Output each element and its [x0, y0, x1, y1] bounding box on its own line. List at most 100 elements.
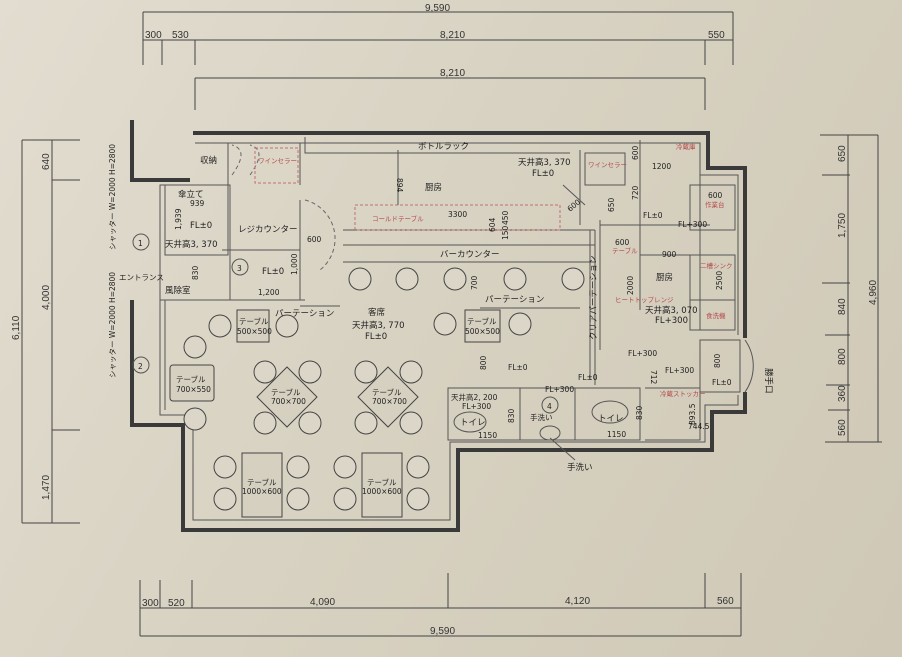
chair-icon — [333, 455, 357, 479]
chair-icon — [213, 487, 237, 511]
label-text: 712 — [649, 370, 658, 385]
label-entrance-ceiling: 天井高3, 370 — [165, 239, 218, 250]
label-wine-cellar-1: ワインセラー — [258, 157, 297, 165]
label-text: 500×500 — [237, 327, 272, 336]
dim-right-4: 360 — [837, 385, 848, 402]
label-fl300-stock: FL+300 — [665, 366, 694, 375]
bottle-rack-outline — [304, 137, 570, 154]
chair-icon — [406, 487, 430, 511]
label-storage: 収納 — [200, 155, 217, 166]
door-marker-2: 2 — [132, 356, 150, 374]
label-text: 3300 — [448, 210, 467, 219]
label-kitchen-2-ceiling: 天井高3, 070 — [645, 305, 698, 316]
label-seating-floor: FL±0 — [365, 332, 387, 342]
label-text: 3 — [237, 264, 242, 273]
label-partition-2: パーテーション — [485, 295, 544, 305]
dim-left-mid: 4,000 — [41, 285, 52, 310]
toilet-2-icon — [591, 400, 629, 424]
door-marker-3: 3 — [231, 258, 249, 276]
chair-icon — [354, 360, 378, 384]
label-clear-partition: クリアパーテーション — [589, 255, 599, 340]
chair-icon — [433, 312, 457, 336]
dim-left-bottom: 1,470 — [41, 475, 52, 500]
chair-icon — [183, 407, 207, 431]
chair-icon — [561, 267, 585, 291]
dim-right-1: 1,750 — [837, 213, 848, 238]
label-text: 720 — [631, 185, 640, 200]
label-fl0-toilet-b: FL±0 — [578, 373, 598, 382]
chair-icon — [333, 487, 357, 511]
label-text: テーブル — [367, 477, 397, 487]
dim-right-0: 650 — [837, 145, 848, 162]
chair-icon — [406, 455, 430, 479]
table-700x550 — [169, 364, 215, 402]
register-counter-outline — [222, 200, 305, 301]
label-text: 830 — [191, 265, 200, 280]
kitchen-swing-door — [304, 199, 336, 271]
label-shutter-2: シャッター W=2000 H=2800 — [108, 272, 117, 378]
label-fl0-kitchen: FL±0 — [643, 211, 663, 220]
label-bottle-rack: ボトルラック — [418, 142, 469, 152]
label-text: 700×550 — [176, 385, 211, 394]
dim-bottom-mid-a: 4,090 — [310, 597, 335, 608]
chair-icon — [275, 314, 299, 338]
entrance-partition — [164, 184, 229, 410]
label-toilet-2: トイレ — [598, 414, 624, 424]
label-toilet-ceiling: 天井高2, 200 — [451, 392, 498, 402]
wine-cellar-2-outline — [584, 152, 626, 186]
label-kitchen-1-ceiling: 天井高3, 370 — [518, 157, 571, 168]
label-fl300-kitchen: FL+300 — [678, 220, 707, 229]
dim-top-right: 550 — [708, 30, 725, 41]
dim-left-top: 640 — [41, 153, 52, 170]
dim-bottom-right: 560 — [717, 596, 734, 607]
label-fridge: 冷蔵庫 — [676, 142, 696, 151]
label-cold-table: コールドテーブル — [372, 214, 424, 223]
dim-left-total: 6,110 — [11, 315, 22, 340]
label-text: 1000×600 — [362, 487, 402, 496]
label-text: 893.5 — [688, 403, 697, 425]
label-kitchen-2: 厨房 — [656, 272, 673, 283]
label-wine-cellar-2: ワインセラー — [588, 161, 627, 169]
label-partition-1: パーテーション — [275, 309, 334, 319]
label-text: 604 — [488, 217, 497, 232]
dim-top-total: 9,590 — [425, 3, 450, 14]
label-handwash-small: 手洗い — [530, 412, 553, 422]
room-labels: 収納 ワインセラー ボトルラック 厨房 天井高3, 370 FL±0 傘立て F… — [108, 142, 774, 473]
label-text: 4 — [547, 402, 552, 411]
dim-bottom-mid-b: 4,120 — [565, 596, 590, 607]
label-kitchen-2-floor: FL+300 — [655, 316, 688, 326]
label-kitchen-1-floor: FL±0 — [532, 169, 554, 179]
top-dimensions: 9,590 300 530 8,210 550 8,210 — [142, 3, 734, 110]
chair-icon — [286, 455, 310, 479]
table-700-a — [256, 366, 318, 428]
label-double-sink: 二槽シンク — [700, 261, 733, 270]
door-marker-4: 4 — [541, 396, 559, 414]
label-text: 650 — [607, 197, 616, 212]
label-seating-ceiling: 天井高3, 770 — [352, 320, 405, 331]
right-dimensions: 650 1,750 840 800 360 560 4,960 — [820, 134, 882, 443]
label-text: 600 — [307, 235, 322, 244]
label-heat-top: ヒートトップレンジ — [615, 296, 674, 304]
label-dishwasher: 食洗機 — [706, 311, 726, 320]
chair-icon — [399, 411, 423, 435]
label-text: 830 — [507, 408, 516, 423]
label-bar-counter: バーカウンター — [440, 250, 500, 260]
chair-icon — [508, 312, 532, 336]
partitions — [300, 230, 591, 380]
table-500-b — [464, 309, 501, 343]
label-text: 744.5 — [688, 422, 710, 431]
toilet-block — [447, 387, 701, 441]
label-fl0-register: FL±0 — [262, 267, 284, 277]
label-entrance: エントランス — [119, 273, 164, 282]
label-text: テーブル — [239, 316, 269, 326]
label-text: 700×700 — [271, 397, 306, 406]
label-text: テーブル — [467, 316, 497, 326]
label-text: 1200 — [652, 162, 671, 171]
label-text: 1 — [138, 239, 143, 248]
chair-icon — [253, 360, 277, 384]
dim-right-3: 800 — [837, 348, 848, 365]
label-text: 800 — [479, 355, 488, 370]
label-text: 600 — [615, 238, 630, 247]
dim-right-total: 4,960 — [868, 280, 879, 305]
label-text: テーブル — [372, 387, 402, 397]
